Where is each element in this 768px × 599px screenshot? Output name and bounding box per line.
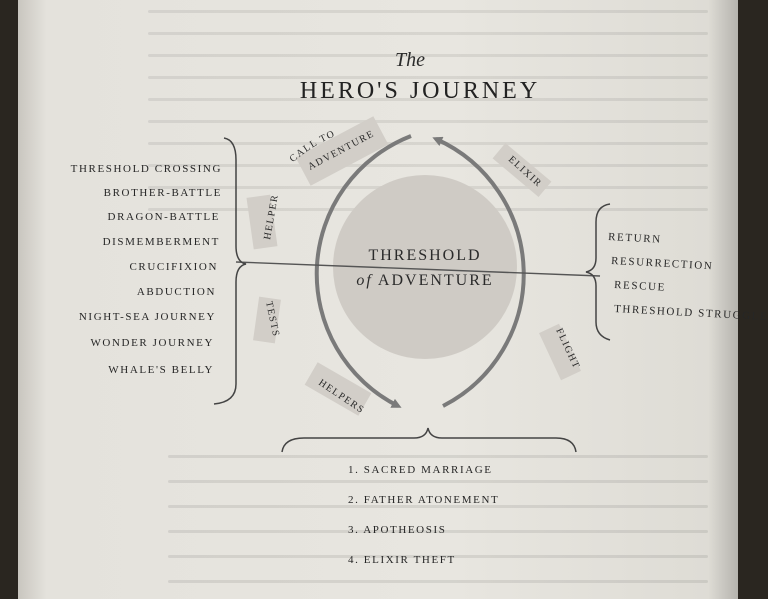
helpers-tag-bg xyxy=(304,362,372,416)
left-brace xyxy=(213,137,247,405)
book-page xyxy=(18,0,738,599)
list-item: RESURRECTION xyxy=(611,255,714,272)
page-title: HERO'S JOURNEY xyxy=(300,78,540,104)
list-item: THRESHOLD CROSSING xyxy=(71,163,222,175)
list-item: 1. SACRED MARRIAGE xyxy=(348,464,493,476)
list-item: RETURN xyxy=(608,231,662,246)
list-item: WONDER JOURNEY xyxy=(90,337,214,349)
elixir-tag-bg xyxy=(492,143,552,197)
list-item: WHALE'S BELLY xyxy=(108,364,214,376)
threshold-line xyxy=(235,261,601,277)
flight-tag-bg xyxy=(539,323,581,381)
list-item: DRAGON-BATTLE xyxy=(108,211,220,223)
list-item: DISMEMBERMENT xyxy=(103,236,220,248)
right-brace xyxy=(585,203,611,341)
list-item: RESCUE xyxy=(614,279,666,294)
list-item: CRUCIFIXION xyxy=(130,261,219,273)
center-label-of: of xyxy=(356,272,373,289)
center-label-adventure: of ADVENTURE xyxy=(356,272,493,289)
list-item: THRESHOLD STRUGGLE xyxy=(614,303,768,323)
list-item: 2. FATHER ATONEMENT xyxy=(348,494,499,506)
center-label-adventure-word: ADVENTURE xyxy=(378,272,494,289)
list-item: 3. APOTHEOSIS xyxy=(348,524,446,536)
page-curl-shadow xyxy=(708,0,738,599)
helper-tag-bg xyxy=(246,194,278,250)
list-item: NIGHT-SEA JOURNEY xyxy=(79,311,216,323)
list-item: ABDUCTION xyxy=(137,286,216,298)
left-list: THRESHOLD CROSSING BROTHER-BATTLE DRAGON… xyxy=(71,163,222,376)
center-label-threshold: THRESHOLD xyxy=(368,247,481,264)
call-tag-bg xyxy=(295,116,389,186)
title-prefix: The xyxy=(395,49,425,71)
right-list: RETURN RESURRECTION RESCUE THRESHOLD STR… xyxy=(608,231,768,323)
bottom-list: 1. SACRED MARRIAGE 2. FATHER ATONEMENT 3… xyxy=(348,464,499,566)
bottom-brace xyxy=(281,427,577,453)
tests-tag-bg xyxy=(253,296,281,344)
departure-arc xyxy=(314,134,412,408)
threshold-disc xyxy=(333,175,517,359)
list-item: BROTHER-BATTLE xyxy=(104,187,222,199)
list-item: 4. ELIXIR THEFT xyxy=(348,554,456,566)
return-arc xyxy=(432,136,526,408)
bleed-through-text-bottom xyxy=(168,455,708,599)
